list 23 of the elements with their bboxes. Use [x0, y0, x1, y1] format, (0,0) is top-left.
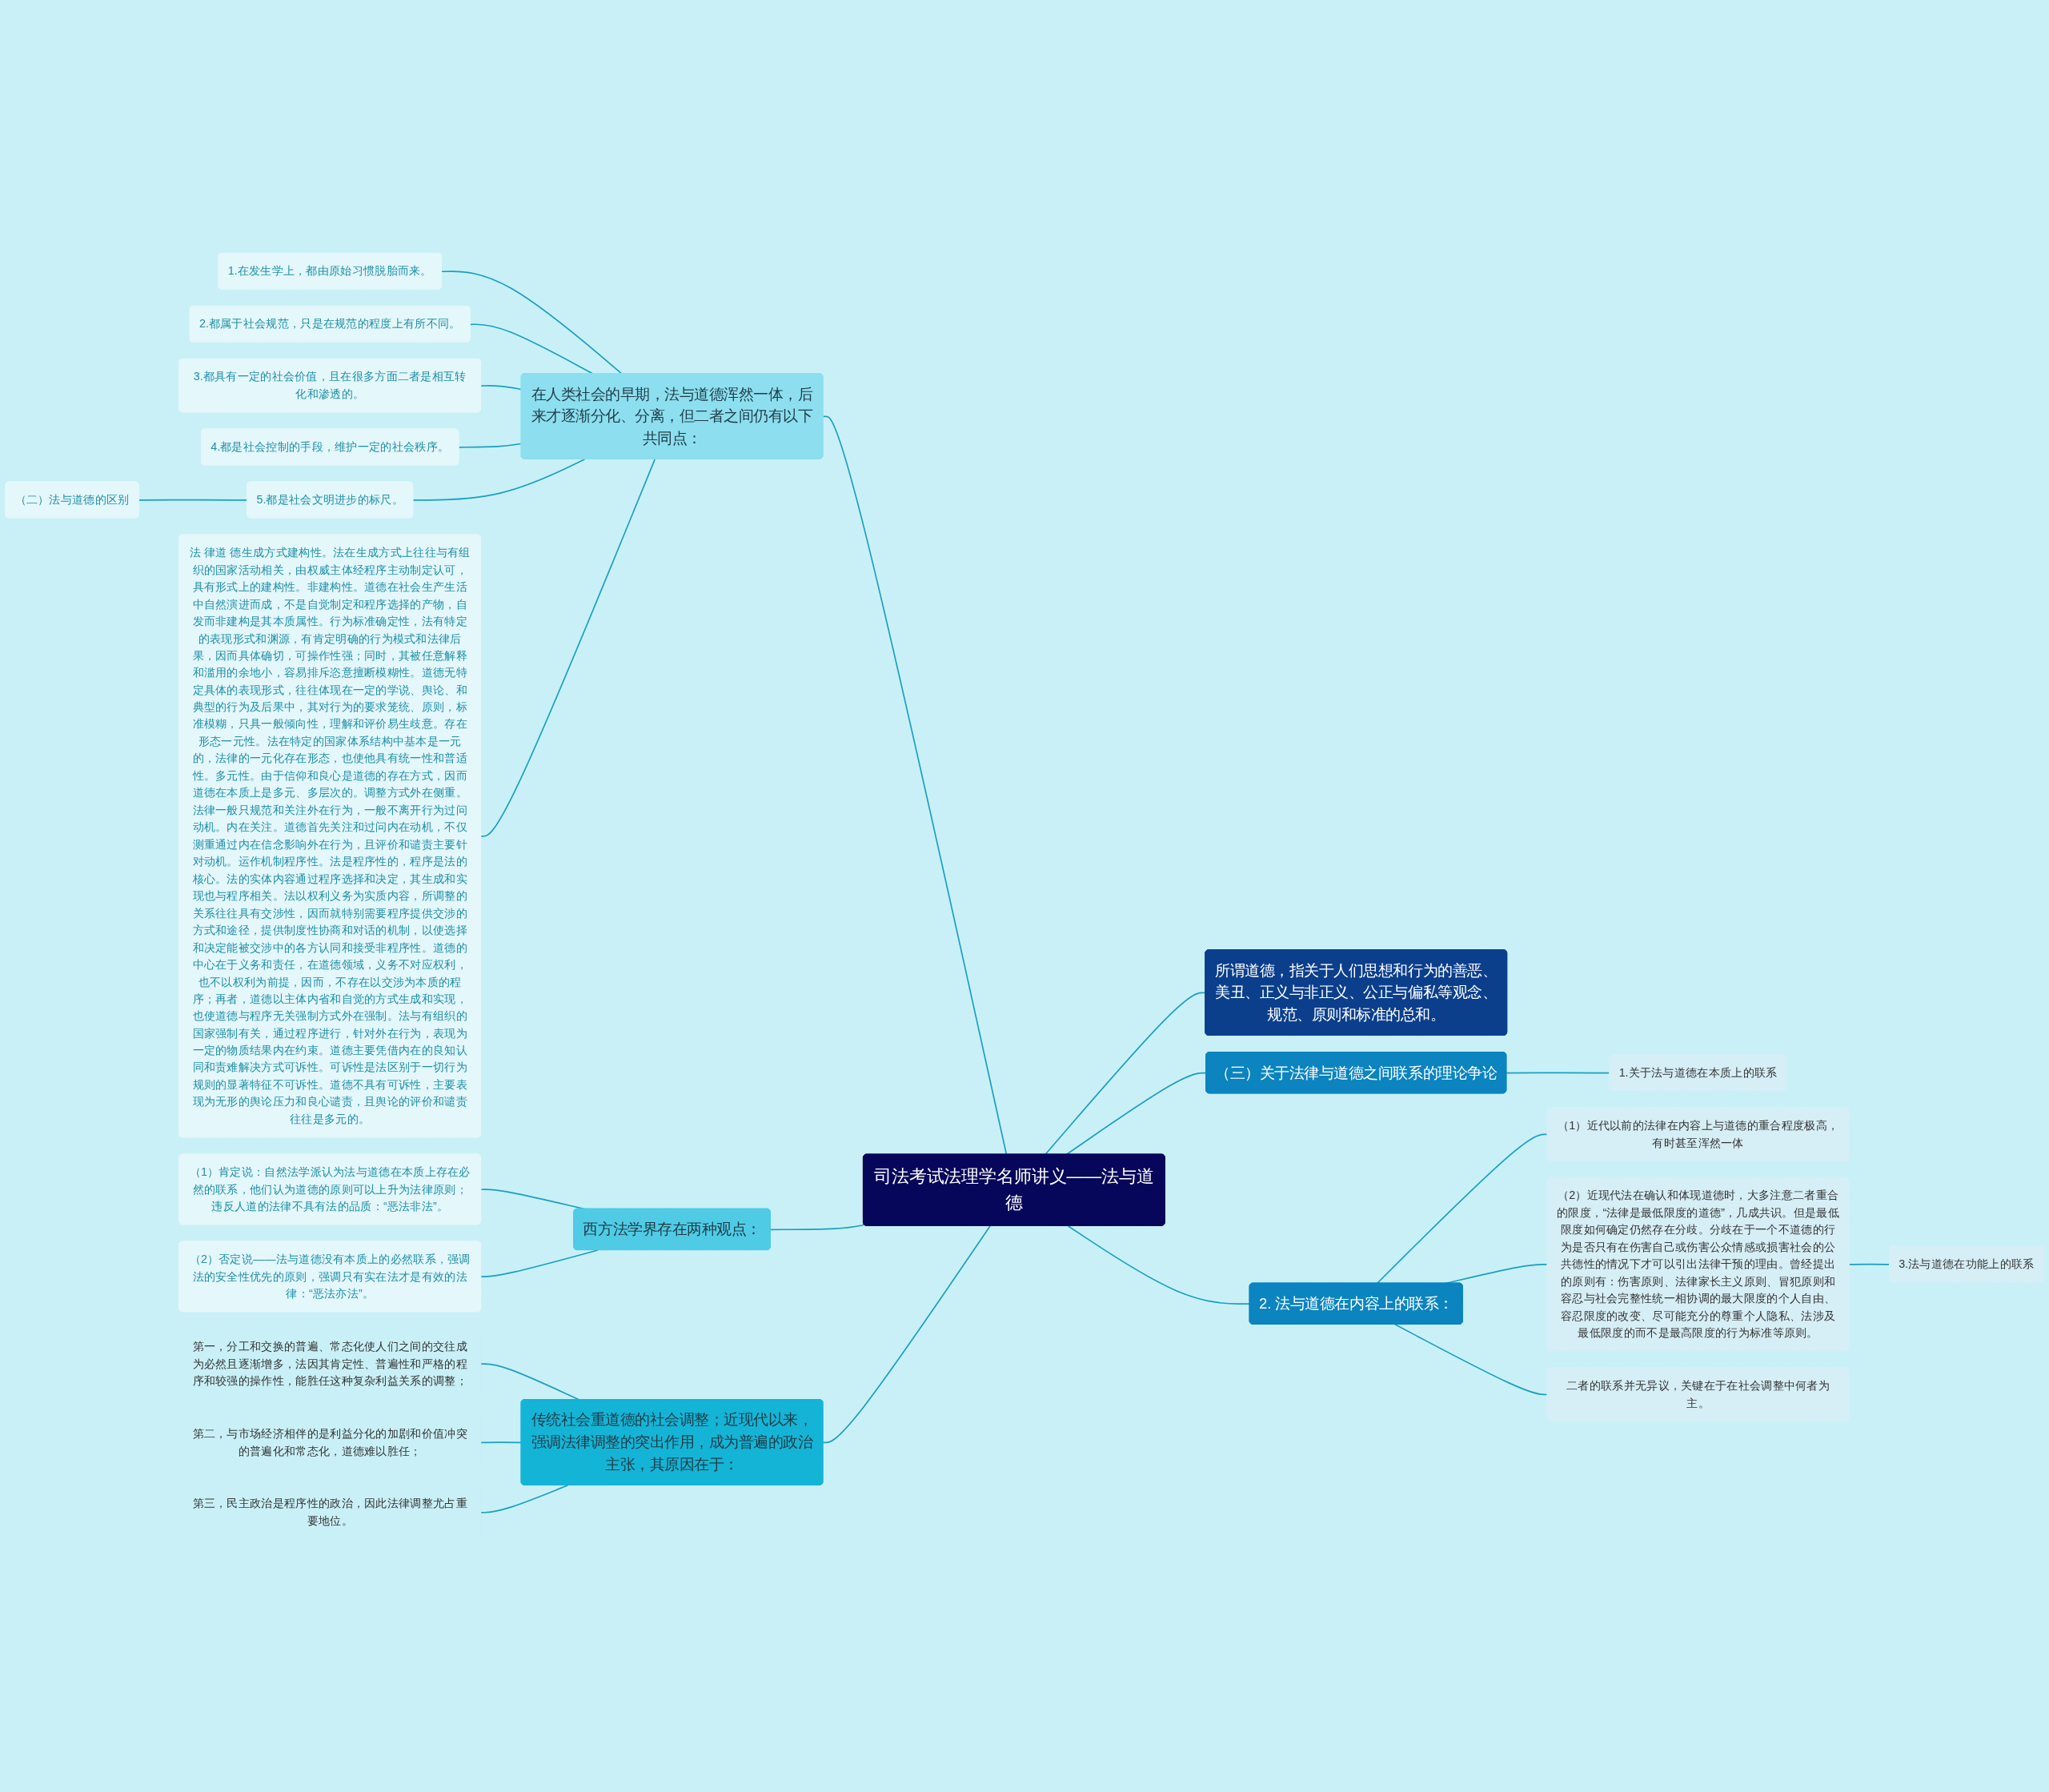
connector — [480, 1249, 599, 1278]
connector — [822, 1225, 991, 1444]
connector — [1376, 1133, 1549, 1285]
node-text: 第三，民主政治是程序性的政治，因此法律调整尤占重要地位。 — [192, 1497, 467, 1527]
connector — [1394, 1324, 1549, 1396]
connector — [480, 1441, 523, 1444]
connector — [1045, 992, 1207, 1156]
connector — [469, 323, 594, 375]
connector — [1848, 1263, 1891, 1265]
connector — [458, 443, 523, 448]
node-text: 第二，与市场经济相伴的是利益分化的加剧和价值冲突的普遍化和常态化，道德难以胜任； — [192, 1427, 467, 1457]
connector — [480, 459, 656, 837]
connector — [1065, 1072, 1207, 1156]
connector — [441, 271, 623, 375]
connector — [769, 1224, 865, 1231]
connector — [822, 415, 1008, 1156]
connector — [1067, 1225, 1251, 1305]
connector — [480, 1363, 580, 1401]
node-text: 第一，分工和交换的普遍、常态化使人们之间的交往成为必然且逐渐增多，法因其肯定性、普遍性和严格的程序和较强的操作性，能胜任这种复杂利益关系的调整； — [192, 1340, 467, 1387]
connector — [480, 1484, 569, 1513]
connector — [138, 499, 248, 501]
connector — [412, 459, 586, 501]
connector — [480, 385, 523, 391]
